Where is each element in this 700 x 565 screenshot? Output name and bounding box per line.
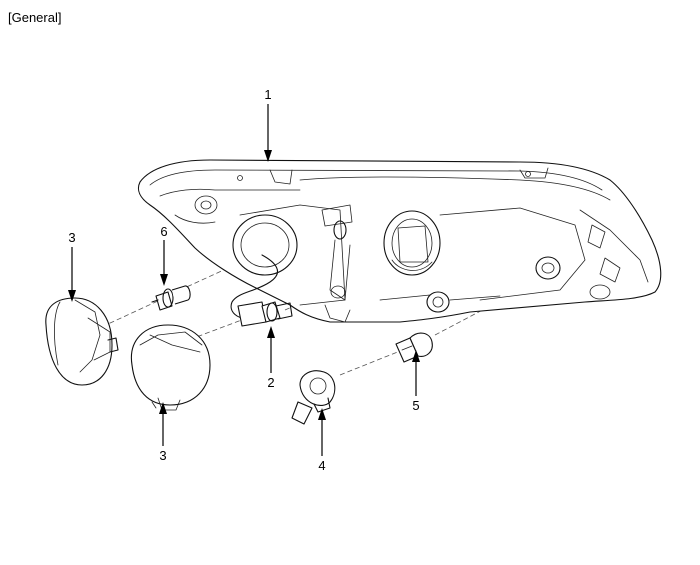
callout-1: 1: [264, 87, 271, 102]
callout-6: 6: [160, 224, 167, 239]
callout-4: 4: [318, 458, 325, 473]
callout-3-left: 3: [68, 230, 75, 245]
callout-2: 2: [267, 375, 274, 390]
position-lamp-bulb: [151, 285, 191, 311]
callout-3-center: 3: [159, 448, 166, 463]
turn-signal-socket: [291, 370, 336, 425]
headlamp-housing: [137, 159, 662, 323]
dust-cover-left: [45, 297, 119, 386]
callout-arrows: [68, 104, 420, 456]
section-heading: [General]: [8, 10, 62, 25]
low-beam-bulb: [230, 254, 293, 327]
callout-5: 5: [412, 398, 419, 413]
side-marker-bulb: [395, 332, 433, 363]
dust-cover-center: [130, 324, 211, 411]
